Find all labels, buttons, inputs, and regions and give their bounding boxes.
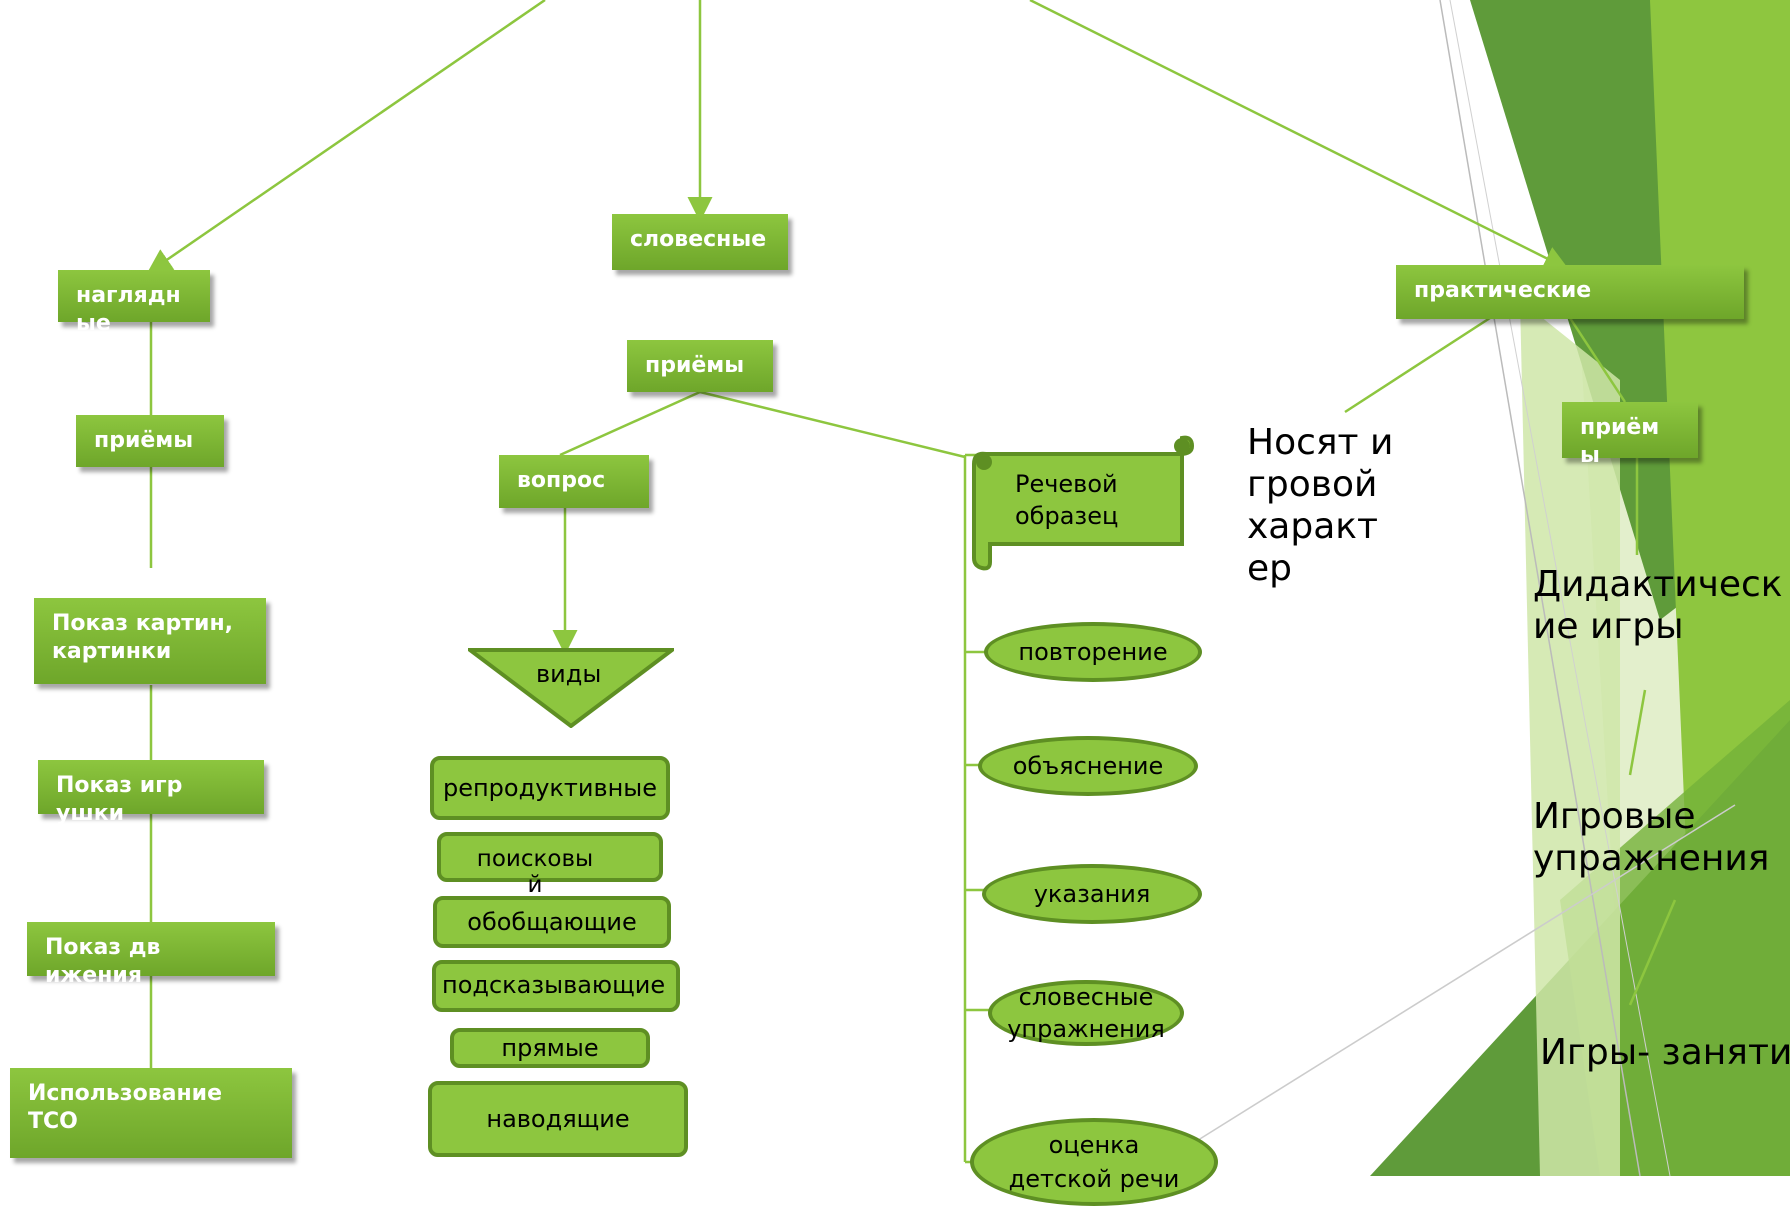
speech-sample-scroll: [972, 435, 1195, 571]
category-practical: практические: [1396, 265, 1744, 319]
question-type-leading: наводящие: [428, 1081, 688, 1157]
verbal-techniques: приёмы: [627, 340, 773, 392]
visual-item-tso: Использование ТСО: [10, 1068, 292, 1158]
practical-techniques: приёмы: [1562, 402, 1698, 468]
visual-techniques: приёмы: [76, 415, 224, 467]
method-speech-evaluation: оценка детской речи: [970, 1118, 1218, 1206]
practical-item-game-exercises: Игровые упражнения: [1533, 796, 1770, 879]
method-explanation: объяснение: [978, 736, 1198, 796]
visual-item-toys: Показ игрушки: [38, 760, 264, 826]
question-type-generalizing: обобщающие: [433, 896, 671, 948]
category-verbal: словесные: [612, 214, 788, 270]
method-repetition: повторение: [984, 622, 1202, 682]
types-label: виды: [536, 660, 602, 688]
speech-sample-label: Речевой образец: [1015, 470, 1119, 530]
connector-lines: [146, 0, 1736, 1164]
practical-item-didactic-games: Дидактические игры: [1533, 564, 1783, 647]
question-type-search: поисковый: [437, 832, 663, 898]
method-verbal-exercises: словесные упражнения: [988, 980, 1184, 1046]
practical-item-game-lessons: Игры- занятия: [1540, 1032, 1790, 1073]
question-type-reproductive: репродуктивные: [430, 756, 670, 820]
practical-note: Носят игровой характер: [1247, 422, 1394, 589]
visual-item-movement: Показ движения: [27, 922, 275, 988]
visual-item-pictures: Показ картин, картинки: [34, 598, 266, 684]
category-visual: наглядные: [58, 270, 210, 336]
verbal-question: вопрос: [499, 455, 649, 508]
bg-shape-pale: [1520, 300, 1620, 1176]
question-type-prompting: подсказывающие: [432, 960, 680, 1012]
question-type-direct: прямые: [450, 1028, 650, 1068]
method-instructions: указания: [982, 864, 1202, 924]
